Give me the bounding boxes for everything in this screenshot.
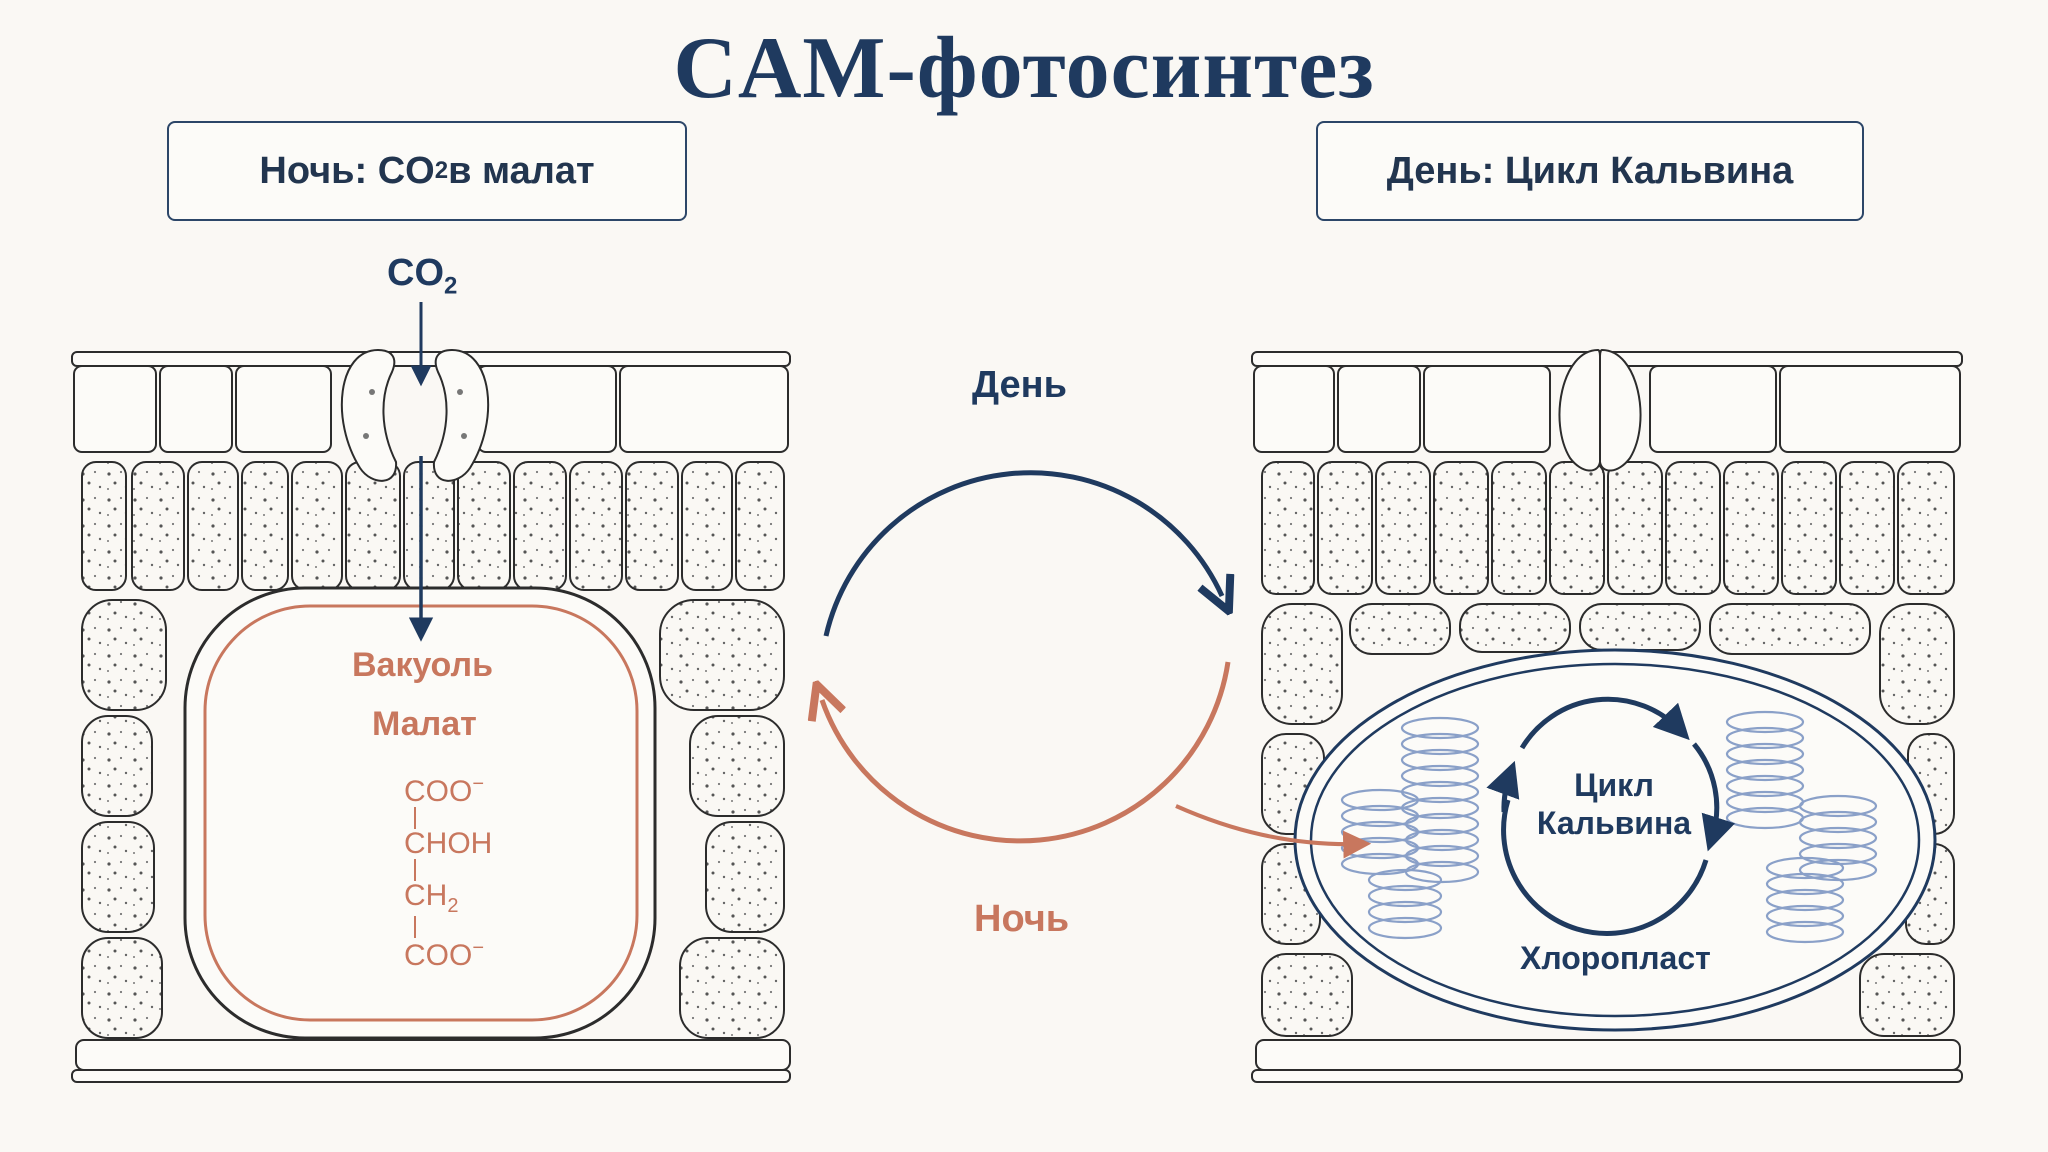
- palisade-cells: [1261, 461, 1955, 1037]
- formula-coo-bottom: COO: [404, 939, 473, 972]
- chloroplast-label: Хлоропласт: [1520, 940, 1711, 976]
- calvin-cycle-label: Цикл Кальвина: [1514, 766, 1714, 842]
- cuticle-bottom: [71, 1069, 791, 1083]
- epidermis-bottom: [75, 1039, 791, 1071]
- vacuole-label: Вакуоль: [352, 646, 493, 684]
- epidermis-cell: [1779, 365, 1961, 453]
- formula-line-2: CHOH: [404, 827, 493, 860]
- calvin-line-2: Кальвина: [1536, 805, 1692, 841]
- palisade-cells: [81, 461, 785, 1039]
- formula-line-4: COO−: [404, 938, 492, 971]
- cuticle-bottom: [1251, 1069, 1963, 1083]
- night-cycle-arrow: [822, 661, 1231, 844]
- calvin-cycle-arrows: [1486, 696, 1736, 936]
- formula-line-3: CH2: [404, 879, 492, 917]
- granum-right-3: [1765, 856, 1845, 944]
- epidermis-cell: [1337, 365, 1421, 453]
- day-panel-label: День: Цикл Кальвина: [1316, 121, 1864, 221]
- guard-cell-left: [1558, 348, 1601, 472]
- epidermis-cell: [159, 365, 233, 453]
- epidermis-cell: [477, 365, 617, 453]
- night-label: Ночь: [974, 898, 1070, 940]
- formula-bond: [414, 916, 416, 938]
- night-label-suffix: в малат: [448, 149, 595, 192]
- formula-bond: [414, 859, 416, 881]
- epidermis-cell: [1423, 365, 1551, 453]
- calvin-arrow-bottom: [1501, 799, 1709, 936]
- granum-left-3: [1404, 812, 1480, 884]
- co2-sub: 2: [444, 272, 458, 300]
- cuticle-top: [71, 351, 791, 367]
- formula-ch-sub: 2: [447, 895, 459, 917]
- malate-label: Малат: [372, 705, 477, 743]
- epidermis-cell: [619, 365, 789, 453]
- calvin-arrow-left: [1486, 760, 1520, 813]
- formula-ch: CH: [404, 879, 448, 912]
- guard-cell-right: [1599, 348, 1642, 472]
- epidermis-cell: [235, 365, 332, 453]
- malate-formula: COO− CHOH CH2 COO−: [404, 774, 492, 971]
- stomata-dots: [363, 389, 467, 439]
- night-label-sub: 2: [434, 157, 449, 184]
- calvin-arrow-top: [1519, 696, 1690, 750]
- thylakoid-grana: [1340, 710, 1878, 944]
- epidermis-cell: [1649, 365, 1777, 453]
- day-cycle-arrow: [823, 470, 1222, 637]
- diagram-title: CAM-фотосинтез: [673, 20, 1375, 117]
- guard-cell-right: [432, 348, 490, 482]
- calvin-line-1: Цикл: [1574, 767, 1654, 803]
- co2-label: CO2: [387, 252, 457, 301]
- co2-text: CO: [387, 252, 444, 294]
- formula-charge-top: −: [472, 773, 485, 795]
- epidermis-cell: [73, 365, 157, 453]
- night-label-prefix: Ночь: CO: [259, 149, 435, 192]
- calvin-arrow-right: [1692, 742, 1736, 852]
- leaf-day: [1251, 348, 1963, 1083]
- day-label: День: [972, 364, 1067, 406]
- formula-line-1: COO−: [404, 774, 492, 807]
- formula-bond: [414, 807, 416, 829]
- formula-coo-top: COO: [404, 775, 473, 808]
- epidermis-bottom: [1255, 1039, 1961, 1071]
- epidermis-cell: [1253, 365, 1335, 453]
- granum-left-1: [1400, 716, 1480, 820]
- malate-transfer-arrow: [1175, 804, 1372, 859]
- leaf-night: [71, 348, 791, 1083]
- guard-cell-left: [340, 348, 398, 482]
- chloroplast-inner-membrane: [1309, 662, 1921, 1018]
- formula-charge-bottom: −: [472, 937, 485, 959]
- granum-left-4: [1367, 868, 1443, 940]
